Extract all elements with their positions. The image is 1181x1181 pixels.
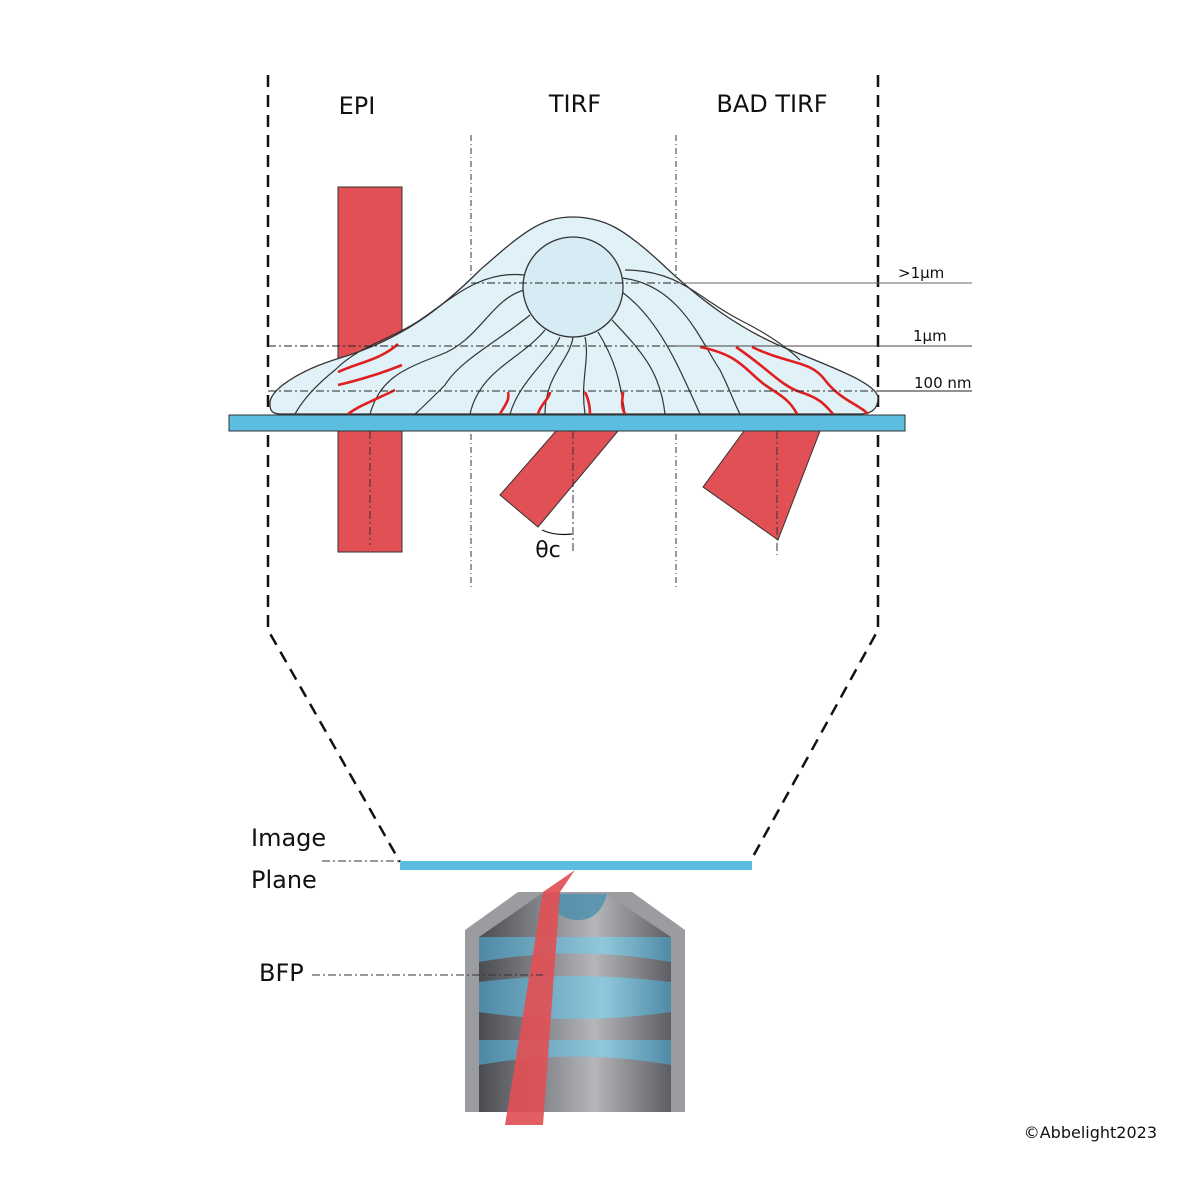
image-plane-label-line2: Plane xyxy=(251,866,317,894)
copyright: ©Abbelight2023 xyxy=(1024,1123,1157,1142)
critical-angle-arc xyxy=(541,529,573,536)
fluorescent-fibers xyxy=(337,343,869,416)
image-plane xyxy=(400,861,752,870)
depth-label-100nm: 100 nm xyxy=(914,374,972,392)
coverslip xyxy=(228,414,906,432)
cytoskeleton-fibers xyxy=(294,269,801,415)
depth-lines xyxy=(268,282,972,392)
beam-axes xyxy=(369,431,778,555)
outer-frame-dashed xyxy=(266,75,880,863)
section-title-epi: EPI xyxy=(339,92,376,120)
critical-angle-label: θc xyxy=(535,538,561,563)
bfp-label: BFP xyxy=(259,959,304,987)
section-title-bad-tirf: BAD TIRF xyxy=(716,90,827,118)
depth-label-1um: 1µm xyxy=(913,327,947,345)
tirf-beam xyxy=(499,430,620,528)
nucleus xyxy=(522,236,624,338)
section-title-tirf: TIRF xyxy=(548,90,601,118)
depth-label-over-1um: >1µm xyxy=(898,264,944,282)
objective-lens xyxy=(465,870,685,1125)
bad-tirf-beam xyxy=(702,430,821,541)
image-plane-label-line1: Image xyxy=(251,824,326,852)
